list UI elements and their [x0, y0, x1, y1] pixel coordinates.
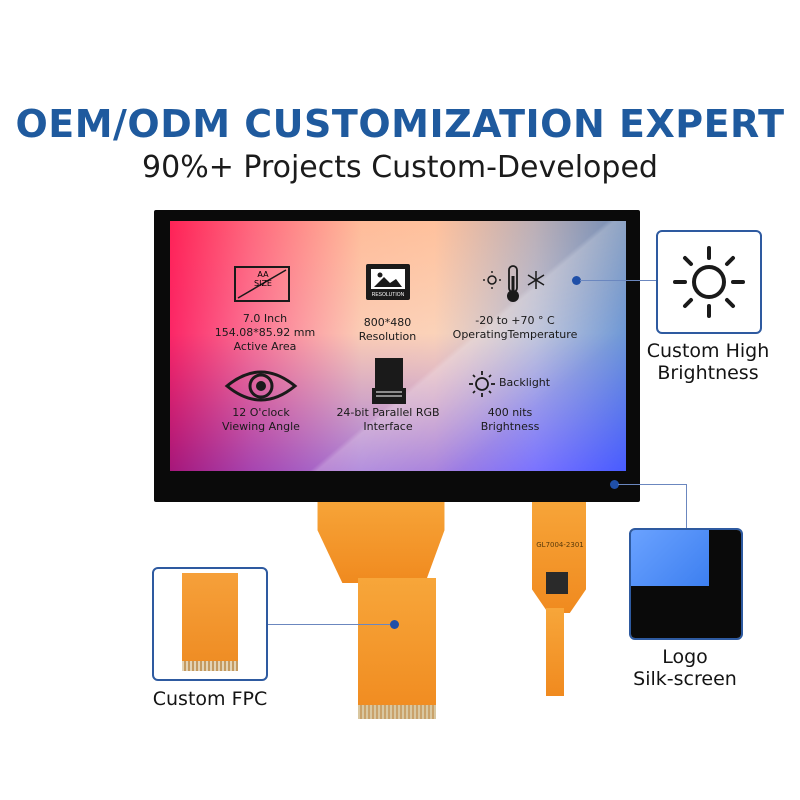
spec-backlight-line2: Brightness: [480, 420, 540, 433]
touch-ic-chip: [546, 572, 568, 594]
spec-backlight-line1: 400 nits: [487, 406, 533, 419]
spec-size: 7.0 Inch 154.08*85.92 mm Active Area: [210, 312, 320, 354]
logo-zoom-screen: [631, 530, 709, 586]
headline: OEM/ODM CUSTOMIZATION EXPERT: [15, 102, 785, 146]
logo-callout-box: [629, 528, 743, 640]
brightness-callout-label: Custom High Brightness: [636, 340, 780, 384]
main-fpc: [317, 495, 445, 583]
fpc-callout-dot: [390, 620, 399, 629]
brightness-sun-icon: [673, 246, 745, 318]
logo-callout-line-v: [686, 484, 687, 529]
backlight-icon-label: Backlight: [499, 376, 551, 389]
logo-callout-label: Logo Silk-screen: [620, 646, 750, 690]
spec-resolution: 800*480 Resolution: [335, 316, 440, 344]
backlight-sun-icon: [467, 370, 497, 398]
brightness-callout-dot: [572, 276, 581, 285]
spec-resolution-line2: Resolution: [358, 330, 417, 343]
fpc-callout-box: [152, 567, 268, 681]
fpc-callout-label: Custom FPC: [152, 688, 268, 710]
brightness-callout-line: [580, 280, 657, 281]
spec-temperature: -20 to +70 ° C OperatingTemperature: [440, 314, 590, 342]
spec-resolution-line1: 800*480: [363, 316, 412, 329]
interface-connector-icon: [372, 358, 406, 404]
spec-viewing: 12 O'clock Viewing Angle: [206, 406, 316, 434]
resolution-icon-text: RESOLUTION: [371, 292, 405, 298]
fpc-callout-line: [265, 624, 390, 625]
spec-interface: 24-bit Parallel RGB Interface: [322, 406, 454, 434]
spec-size-line2: 154.08*85.92 mm: [214, 326, 316, 339]
logo-callout-line1: Logo: [662, 646, 708, 668]
logo-callout-dot: [610, 480, 619, 489]
logo-callout-line2: Silk-screen: [633, 668, 737, 690]
spec-temperature-line1: -20 to +70 ° C: [475, 314, 555, 327]
brightness-callout-line1: Custom High: [646, 340, 770, 362]
active-area-icon: AA SIZE: [234, 266, 290, 302]
active-area-icon-text: AA SIZE: [254, 270, 272, 288]
main-fpc-tail: [358, 578, 436, 718]
subheadline: 90%+ Projects Custom-Developed: [142, 150, 658, 185]
spec-size-line3: Active Area: [233, 340, 297, 353]
spec-interface-line1: 24-bit Parallel RGB: [336, 406, 440, 419]
spec-viewing-line2: Viewing Angle: [222, 420, 300, 433]
eye-icon: [224, 366, 298, 406]
fpc-zoom-image: [182, 573, 238, 671]
temperature-icon: [482, 262, 548, 306]
spec-viewing-line1: 12 O'clock: [232, 406, 290, 419]
logo-callout-line-h: [618, 484, 686, 485]
brightness-callout-line2: Brightness: [657, 362, 759, 384]
fpc-gold-contacts: [358, 705, 436, 719]
fpc-marking: GL7004-2301: [536, 541, 584, 549]
spec-temperature-line2: OperatingTemperature: [452, 328, 578, 341]
spec-size-line1: 7.0 Inch: [242, 312, 288, 325]
spec-interface-line2: Interface: [363, 420, 413, 433]
touch-fpc: [532, 495, 586, 613]
lcd-screen: [170, 221, 626, 471]
touch-fpc-tail: [546, 608, 564, 696]
brightness-callout-box: [656, 230, 762, 334]
spec-backlight: 400 nits Brightness: [460, 406, 560, 434]
resolution-icon: RESOLUTION: [366, 264, 410, 300]
